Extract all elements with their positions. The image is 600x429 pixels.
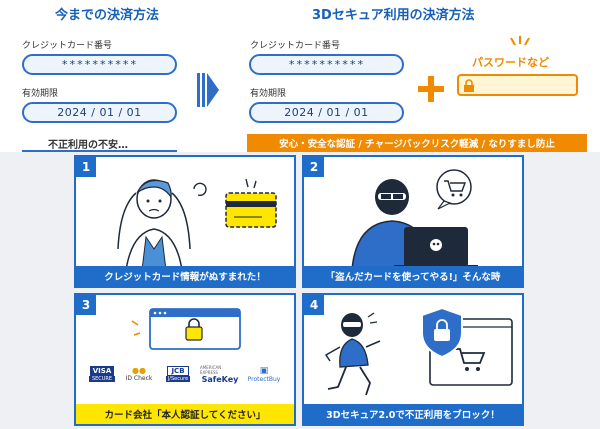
hacker-illustration: [351, 169, 478, 270]
old-expiry-field[interactable]: 2024 / 01 / 01: [22, 102, 177, 123]
plus-icon: [418, 76, 444, 102]
sparkle-icon: [510, 36, 530, 46]
visa-logo: VISA: [89, 366, 115, 376]
panel-number: 2: [304, 157, 324, 177]
brand-mastercard-idcheck: ●● ID Check: [125, 366, 153, 382]
worried-person-illustration: [117, 178, 277, 270]
panel-number: 3: [76, 295, 96, 315]
protectbuy-logo: ▣: [259, 365, 269, 376]
panel-number: 1: [76, 157, 96, 177]
arrow-right-icon: [197, 73, 219, 107]
brand-jcb-jsecure: JCB J/Secure: [165, 366, 191, 382]
browser-lock-illustration: [131, 308, 241, 350]
old-expiry-label: 有効期限: [22, 89, 59, 99]
old-method-note: 不正利用の不安…: [48, 140, 128, 151]
brand-visa-secure: VISA SECURE: [88, 360, 116, 388]
password-label: パスワードなど: [472, 56, 549, 69]
benefits-bar: 安心・安全な認証 / チャージバックリスク軽減 / なりすまし防止: [247, 134, 587, 152]
brand-protectbuy: ▣ ProtectBuy: [247, 365, 281, 383]
panel-caption: 3Dセキュア2.0で不正利用をブロック！: [304, 404, 522, 424]
panel-fraudster: 2 「盗んだカードを使ってやる!」そんな時: [302, 155, 524, 288]
panel-stolen-card: 1 クレジットカード情報がぬすまれた！: [74, 155, 296, 288]
old-card-label: クレジットカード番号: [22, 41, 113, 51]
mastercard-logo: ●●: [132, 366, 146, 375]
password-field[interactable]: [457, 74, 578, 96]
lock-icon: [464, 79, 474, 92]
panel-number: 4: [304, 295, 324, 315]
panel-caption: クレジットカード情報がぬすまれた！: [76, 266, 294, 286]
secure-card-label: クレジットカード番号: [250, 41, 341, 51]
safekey-logo: SafeKey: [201, 374, 239, 384]
brand-amex-safekey: AMERICAN EXPRESS SafeKey: [200, 364, 239, 384]
panel-authentication: 3 カード会社「本人認証してください」: [74, 293, 296, 426]
panel-block-fraud: 4 3Dセキュア2.0で不正利用をブロック！: [302, 293, 524, 426]
secure-expiry-field[interactable]: 2024 / 01 / 01: [249, 102, 404, 123]
secure-method-title: 3Dセキュア利用の決済方法: [312, 8, 475, 23]
secure-card-field[interactable]: **********: [249, 54, 404, 75]
jcb-logo: JCB: [167, 366, 189, 376]
panel-caption: 「盗んだカードを使ってやる!」そんな時: [304, 266, 522, 286]
secure-expiry-label: 有効期限: [250, 89, 287, 99]
comparison-section: 今までの決済方法 クレジットカード番号 ********** 有効期限 2024…: [0, 0, 600, 154]
panel-caption: カード会社「本人認証してください」: [76, 404, 294, 424]
old-method-title: 今までの決済方法: [55, 8, 160, 23]
blocked-hacker-illustration: [324, 306, 513, 396]
old-card-field[interactable]: **********: [22, 54, 177, 75]
